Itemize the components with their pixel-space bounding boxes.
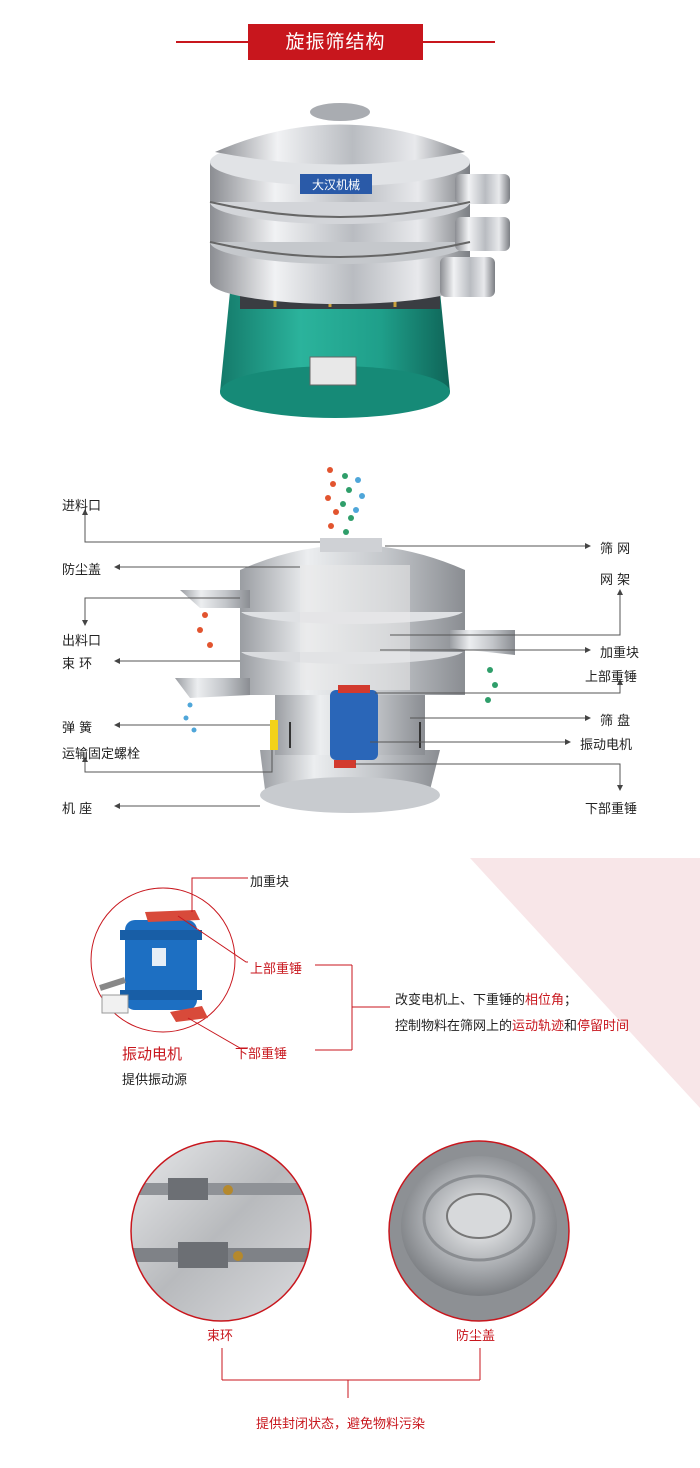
label-mesh-frame: 网 架: [600, 573, 631, 588]
label-spring: 弹 簧: [62, 721, 93, 736]
label-vibration-motor: 振动电机: [580, 738, 633, 753]
label-base: 机 座: [62, 802, 93, 817]
motor-label-upper-weight: 上部重锤: [250, 962, 303, 977]
label-screen-mesh: 筛 网: [600, 542, 631, 557]
brand-badge-text: 大汉机械: [312, 177, 360, 192]
clamp-ring-closeup: [130, 1140, 312, 1322]
motor-subtitle: 提供振动源: [122, 1073, 188, 1088]
title-rule-left: [176, 41, 248, 43]
motor-label-weight-block: 加重块: [250, 875, 290, 890]
title-rule-right: [423, 41, 495, 43]
structure-diagram: [82, 467, 623, 813]
detail-bracket: [221, 1348, 481, 1398]
label-screen-tray: 筛 盘: [600, 714, 631, 729]
label-dust-cover: 防尘盖: [62, 563, 102, 578]
label-outlet: 出料口: [62, 634, 102, 649]
vibrating-sieve-photo: 大汉机械: [209, 103, 510, 418]
label-upper-weight: 上部重锤: [585, 670, 638, 685]
motor-description-line1: 改变电机上、下重锤的相位角；: [395, 993, 578, 1008]
caption-seal: 提供封闭状态，避免物料污染: [256, 1417, 426, 1432]
motor-title: 振动电机: [122, 1045, 183, 1063]
label-lower-weight: 下部重锤: [585, 802, 638, 817]
caption-dust-cover: 防尘盖: [456, 1329, 496, 1344]
label-clamp-ring: 束 环: [62, 657, 93, 672]
label-weight-block: 加重块: [600, 646, 640, 661]
motor-label-lower-weight: 下部重锤: [235, 1047, 288, 1062]
page-title: 旋振筛结构: [248, 24, 423, 60]
dust-cover-closeup: [388, 1140, 570, 1322]
pink-corner-decoration: [470, 858, 700, 1108]
motor-bracket: [315, 964, 390, 1051]
label-inlet: 进料口: [62, 499, 102, 514]
caption-clamp-ring: 束环: [207, 1329, 234, 1344]
motor-illustration: [90, 877, 248, 1049]
motor-description-line2: 控制物料在筛网上的运动轨迹和停留时间: [395, 1019, 630, 1034]
label-transport-bolt: 运输固定螺栓: [62, 747, 141, 762]
